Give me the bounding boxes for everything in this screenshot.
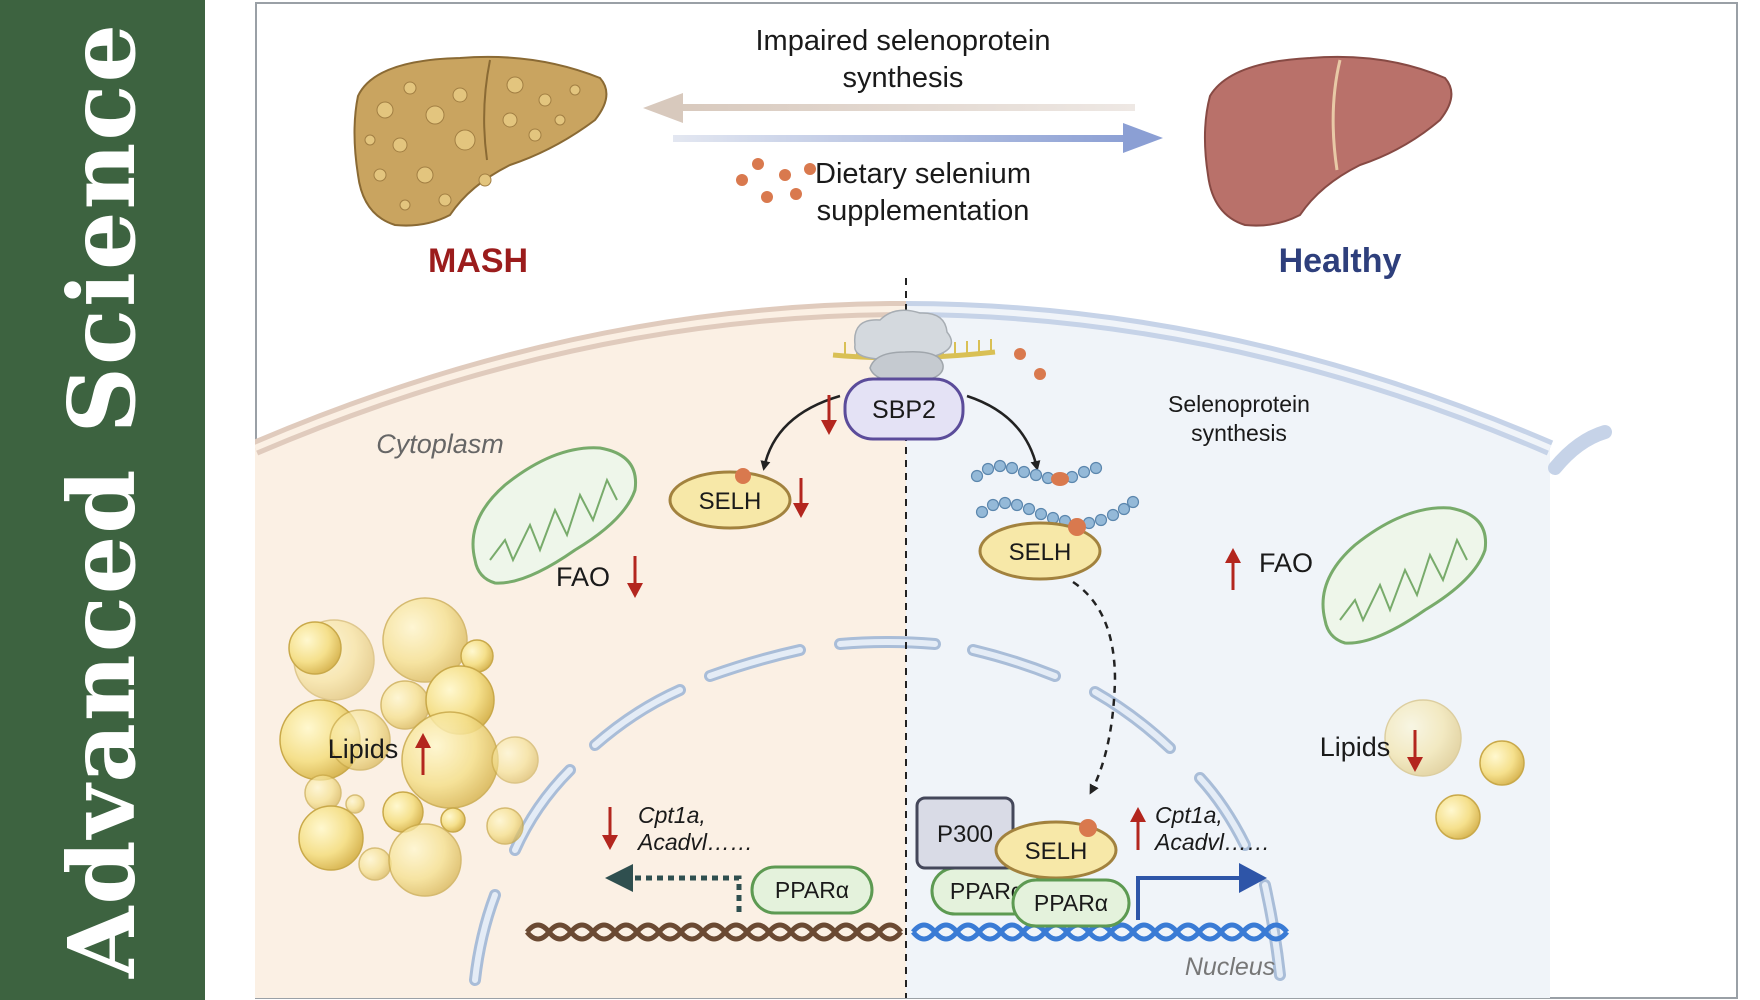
fao-mash-label: FAO [556, 562, 610, 592]
ppara-healthy-box [1011, 878, 1131, 928]
mash-liver-icon [353, 55, 608, 227]
nuclear-envelope-segments [469, 636, 1286, 986]
lipids-decrease-arrow [1407, 730, 1423, 772]
selh-nucleus-label: SELH [1025, 838, 1088, 865]
selh-decrease-arrow [793, 478, 809, 518]
nuclear-envelope [1548, 425, 1612, 475]
mash-label: MASH [428, 242, 528, 280]
sbp2-box [843, 377, 965, 441]
ppara-mash-box [750, 865, 874, 915]
selh-translocation-arrow [1072, 580, 1117, 795]
ppara-healthy-label: PPARα [1034, 890, 1108, 916]
healthy-label: Healthy [1279, 242, 1402, 280]
sbp2-to-synthesis-arrow [966, 394, 1041, 471]
lipid-droplet-icon [279, 597, 539, 897]
selenium-dots-icon [736, 158, 816, 203]
impaired-label-2: synthesis [843, 62, 964, 94]
selh-mash-label: SELH [699, 488, 762, 515]
genes-increase-arrow [1130, 807, 1146, 850]
lipids-mash-label: Lipids [328, 734, 399, 764]
lipids-increase-arrow [415, 733, 431, 775]
selenoprotein-label-1: Selenoprotein [1168, 391, 1310, 417]
sbp2-label: SBP2 [872, 396, 936, 424]
genes-healthy-label-1: Cpt1a, [1155, 802, 1223, 828]
fao-healthy-label: FAO [1259, 548, 1313, 578]
selenoprotein-chain [970, 459, 1140, 530]
mitochondria-icon [1321, 506, 1488, 645]
selh-mash-oval [668, 470, 792, 530]
ribosome-icon [832, 309, 996, 383]
fao-decrease-arrow [627, 556, 643, 598]
supplementation-arrow [673, 123, 1163, 153]
dietary-label-1: Dietary selenium [815, 158, 1031, 190]
selenoprotein-label-2: synthesis [1191, 420, 1287, 446]
selh-healthy-label: SELH [1009, 539, 1072, 566]
figure-panel: Impaired selenoprotein synthesis Dietary… [255, 2, 1738, 999]
fao-increase-arrow [1225, 548, 1241, 590]
genes-mash-label-1: Cpt1a, [638, 802, 706, 828]
ppara-mash-label: PPARα [775, 877, 849, 903]
lipids-healthy-label: Lipids [1320, 732, 1391, 762]
genes-healthy-label-2: Acadvl…… [1153, 829, 1270, 855]
healthy-liver-icon [1203, 55, 1453, 227]
journal-sidebar: Advanced Science [0, 0, 205, 1000]
cytoplasm-label: Cytoplasm [376, 429, 504, 459]
impaired-arrow [643, 93, 1135, 123]
nucleus-label: Nucleus [1185, 953, 1275, 981]
p300-label: P300 [937, 821, 993, 848]
selenium-dots-icon [1014, 348, 1046, 380]
lipid-droplet-icon [1384, 699, 1525, 840]
journal-title: Advanced Science [48, 22, 156, 978]
active-transcription-arrow [1136, 863, 1267, 920]
selh-healthy-oval [978, 521, 1102, 581]
sbp2-decrease-arrow [821, 395, 837, 435]
impaired-label-1: Impaired selenoprotein [755, 25, 1050, 57]
dna-helix-icon [525, 922, 903, 942]
genes-decrease-arrow [602, 807, 618, 850]
genes-mash-label-2: Acadvl…… [636, 829, 753, 855]
mitochondria-icon [471, 446, 638, 585]
sbp2-to-selh-arrow [760, 394, 841, 471]
cell-membrane [255, 301, 1554, 456]
dietary-label-2: supplementation [817, 195, 1030, 227]
inhibited-transcription-arrow [605, 864, 742, 912]
